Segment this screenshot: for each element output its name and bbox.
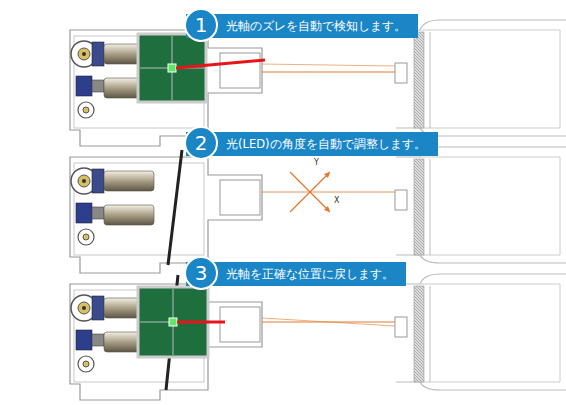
callout-number: 2 — [184, 126, 218, 160]
callout-text: 光軸のズレを自動で検知します。 — [186, 14, 416, 38]
device-row-1 — [70, 20, 566, 146]
callout-band: 3光軸を正確な位置に戻します。 — [186, 262, 406, 286]
device-row-2 — [70, 147, 566, 273]
axis-label: Y — [314, 158, 319, 167]
device-row-3 — [70, 274, 566, 400]
callout-number: 1 — [184, 8, 218, 42]
magnifier-3 — [138, 287, 225, 357]
axis-label: X — [334, 196, 339, 205]
callout-number: 3 — [184, 256, 218, 290]
callout-text: 光(LED)の角度を自動で調整します。 — [186, 132, 436, 156]
callout-band: 1光軸のズレを自動で検知します。 — [186, 14, 418, 38]
callout-text: 光軸を正確な位置に戻します。 — [186, 262, 404, 286]
magnifier-1 — [138, 34, 265, 102]
callout-band: 2光(LED)の角度を自動で調整します。 — [186, 132, 438, 156]
